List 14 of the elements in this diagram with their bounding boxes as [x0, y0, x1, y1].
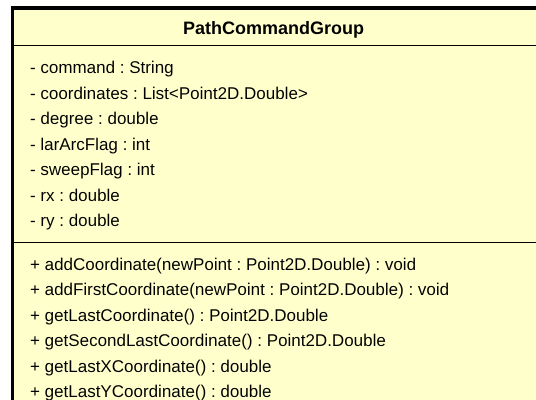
attribute-text: - sweepFlag : int: [30, 159, 155, 181]
attribute-text: - ry : double: [30, 210, 120, 232]
operation-text: + getLastXCoordinate() : double: [30, 356, 272, 378]
class-box: [11, 6, 536, 400]
operation-text: + getLastCoordinate() : Point2D.Double: [30, 304, 328, 326]
operation-text: + addFirstCoordinate(newPoint : Point2D.Double) : void: [30, 279, 450, 301]
attribute-text: - degree : double: [30, 108, 159, 130]
operation-text: + getSecondLastCoordinate() : Point2D.Double: [30, 330, 386, 352]
operation-text: + addCoordinate(newPoint : Point2D.Double) : void: [30, 254, 416, 276]
attribute-text: - larArcFlag : int: [30, 134, 150, 156]
attribute-text: - coordinates : List<Point2D.Double>: [30, 82, 308, 104]
attribute-text: - rx : double: [30, 184, 120, 206]
attribute-text: - command : String: [30, 57, 174, 79]
class-name: PathCommandGroup: [182, 16, 364, 38]
